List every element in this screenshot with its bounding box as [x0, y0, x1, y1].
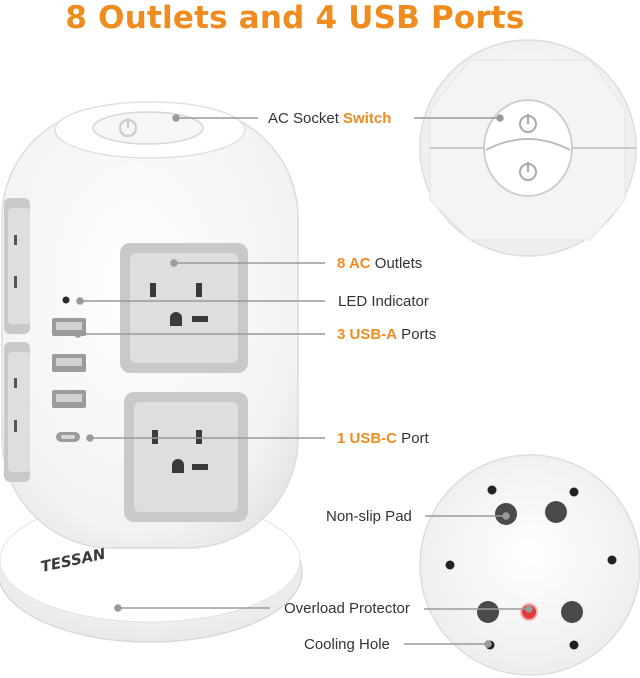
callout-lines: [74, 114, 533, 648]
power-icon: [519, 114, 537, 181]
label-pad: Non-slip Pad: [326, 508, 412, 525]
label-switch: AC Socket Switch: [268, 110, 392, 127]
label-overload: Overload Protector: [284, 600, 410, 617]
label-cooling: Cooling Hole: [304, 636, 390, 653]
led-dot-icon: [62, 296, 70, 304]
usb-a-port-icon: [52, 318, 86, 408]
power-icon: [119, 118, 137, 137]
usb-c-port-icon: [56, 432, 80, 442]
label-outlets: 8 AC Outlets: [337, 255, 423, 272]
ac-outlet-front-top: [120, 243, 248, 373]
label-usba: 3 USB-A Ports: [337, 326, 437, 343]
underside-zoom-circle: [419, 454, 640, 676]
page-title: 8 Outlets and 4 USB Ports: [65, 0, 525, 36]
label-led: LED Indicator: [338, 293, 429, 310]
label-usbc: 1 USB-C Port: [337, 430, 429, 447]
ac-outlet-front-bottom: [124, 392, 248, 522]
switch-zoom-circle: [419, 39, 637, 257]
